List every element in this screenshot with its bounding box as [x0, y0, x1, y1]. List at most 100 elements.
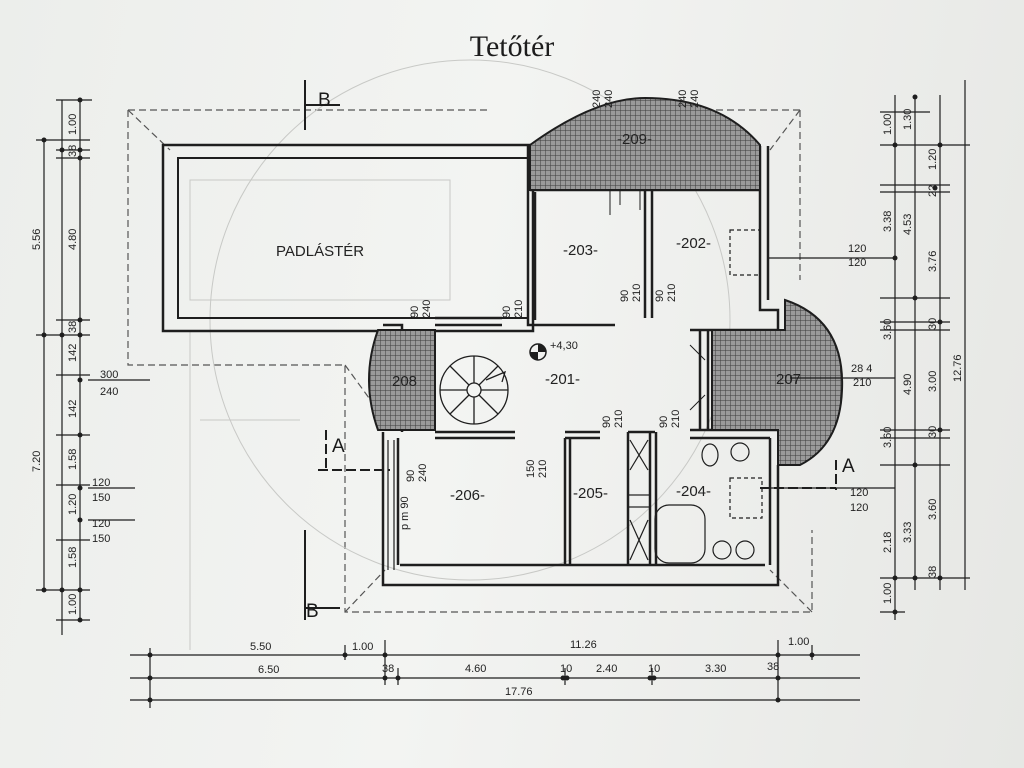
room-label-207: 207 — [776, 371, 801, 388]
opening-5-height: 210 — [613, 410, 625, 428]
left-dimension-marks — [41, 97, 83, 623]
bottom-dim-17-76: 17.76 — [505, 686, 533, 698]
level-mark-text: +4,30 — [550, 340, 578, 352]
opening-2-width: 90 — [501, 306, 513, 318]
right-dim-30-b: 30 — [927, 426, 939, 438]
right-dim-3-33: 3.33 — [902, 522, 914, 543]
balcony-208 — [368, 329, 436, 431]
top-dim-c: 240 — [677, 90, 689, 108]
right-dim-38: 38 — [927, 566, 939, 578]
opening-1-height: 240 — [421, 300, 433, 318]
faint-background-lines — [189, 59, 731, 650]
left-window-2-width: 120 — [92, 477, 110, 489]
left-dim-1-20: 1.20 — [67, 494, 79, 515]
right-dim-22: 22 — [927, 185, 939, 197]
right-window-1-width: 120 — [848, 243, 866, 255]
balcony-209 — [529, 96, 761, 191]
bottom-dim-6-50: 6.50 — [258, 664, 279, 676]
left-dim-1-58-a: 1.58 — [67, 449, 79, 470]
opening-4-height: 210 — [666, 284, 678, 302]
right-dimension-labels: 1.00 1.30 1.20 22 3.38 4.53 3.76 3.60 30… — [848, 109, 964, 604]
left-dimension-lines — [36, 99, 150, 635]
left-dim-5-56: 5.56 — [31, 229, 43, 250]
right-dim-2-18: 2.18 — [882, 532, 894, 553]
section-mark-a-right: A — [842, 456, 855, 477]
door-swings — [609, 190, 706, 411]
roof-outline — [127, 109, 813, 613]
left-dim-7-20: 7.20 — [31, 451, 43, 472]
section-mark-b-bottom: B — [306, 601, 319, 622]
right-dimension-lines — [760, 80, 970, 620]
top-dim-d: 240 — [689, 90, 701, 108]
opening-2-height: 210 — [513, 300, 525, 318]
bottom-dimension-lines — [130, 640, 860, 708]
right-dim-4-90: 4.90 — [902, 374, 914, 395]
opening-9-label: p m 90 — [399, 496, 411, 530]
bottom-dim-5-50: 5.50 — [250, 641, 271, 653]
bottom-dimension-labels: 5.50 1.00 11.26 1.00 6.50 38 4.60 10 2.4… — [250, 636, 809, 698]
left-dim-142-a: 142 — [67, 344, 79, 362]
left-window-1-height: 240 — [100, 386, 118, 398]
right-dim-3-60-c: 3.60 — [927, 499, 939, 520]
balcony-207 — [711, 298, 844, 466]
right-window-3-height: 120 — [850, 502, 868, 514]
right-dim-3-00: 3.00 — [927, 371, 939, 392]
left-window-3-width: 120 — [92, 518, 110, 530]
left-dim-38-mid: 38 — [67, 321, 79, 333]
right-window-2-height: 210 — [853, 377, 871, 389]
room-label-202: -202- — [676, 235, 711, 252]
section-mark-b-top: B — [318, 90, 331, 111]
right-window-2-width: 28 4 — [851, 363, 872, 375]
right-dim-3-60-b: 3.60 — [882, 427, 894, 448]
bottom-dim-1-00-left: 1.00 — [352, 641, 373, 653]
attic-walls — [161, 143, 535, 333]
right-dim-3-76: 3.76 — [927, 251, 939, 272]
level-marker: +4,30 — [529, 340, 578, 361]
right-dim-1-30: 1.30 — [902, 109, 914, 130]
right-dim-1-00-bottom: 1.00 — [882, 583, 894, 604]
opening-5-width: 90 — [601, 416, 613, 428]
bathroom-fixtures — [627, 229, 763, 564]
opening-labels: 90 240 90 210 90 210 90 210 90 210 90 21… — [399, 284, 682, 530]
right-dim-30-a: 30 — [927, 318, 939, 330]
bottom-dim-10-a: 10 — [560, 663, 572, 675]
left-dim-142-b: 142 — [67, 400, 79, 418]
room-label-209: -209- — [617, 131, 652, 148]
opening-7-height: 240 — [417, 464, 429, 482]
right-dim-3-60-a: 3.60 — [882, 319, 894, 340]
opening-3-height: 210 — [631, 284, 643, 302]
opening-3-width: 90 — [619, 290, 631, 302]
room-label-201: -201- — [545, 371, 580, 388]
left-window-2-height: 150 — [92, 492, 110, 504]
left-dim-1-00-bottom: 1.00 — [67, 594, 79, 615]
opening-8-width: 150 — [525, 460, 537, 478]
room-label-204: -204- — [676, 483, 711, 500]
room-label-203: -203- — [563, 242, 598, 259]
right-dim-4-53: 4.53 — [902, 214, 914, 235]
bottom-dim-1-00-right: 1.00 — [788, 636, 809, 648]
left-dim-1-00-top: 1.00 — [67, 114, 79, 135]
top-dim-a: 240 — [591, 90, 603, 108]
right-dim-1-20: 1.20 — [927, 149, 939, 170]
opening-6-width: 90 — [658, 416, 670, 428]
room-label-attic: PADLÁSTÉR — [276, 243, 364, 260]
bottom-dim-38-left: 38 — [382, 663, 394, 675]
top-dimension-labels: 240 240 240 240 — [591, 90, 701, 108]
opening-6-height: 210 — [670, 410, 682, 428]
bottom-dim-10-b: 10 — [648, 663, 660, 675]
opening-4-width: 90 — [654, 290, 666, 302]
room-label-205: -205- — [573, 485, 608, 502]
spiral-staircase — [439, 355, 509, 425]
room-label-208: 208 — [392, 373, 417, 390]
right-window-1-height: 120 — [848, 257, 866, 269]
left-dim-38-top: 38 — [67, 145, 79, 157]
right-dimension-marks — [892, 94, 943, 615]
top-dim-b: 240 — [603, 90, 615, 108]
bottom-dim-11-26: 11.26 — [570, 639, 597, 651]
bottom-dim-38-right: 38 — [767, 661, 779, 673]
right-window-3-width: 120 — [850, 487, 868, 499]
left-dim-4-80: 4.80 — [67, 229, 79, 250]
bottom-dim-2-40: 2.40 — [596, 663, 617, 675]
